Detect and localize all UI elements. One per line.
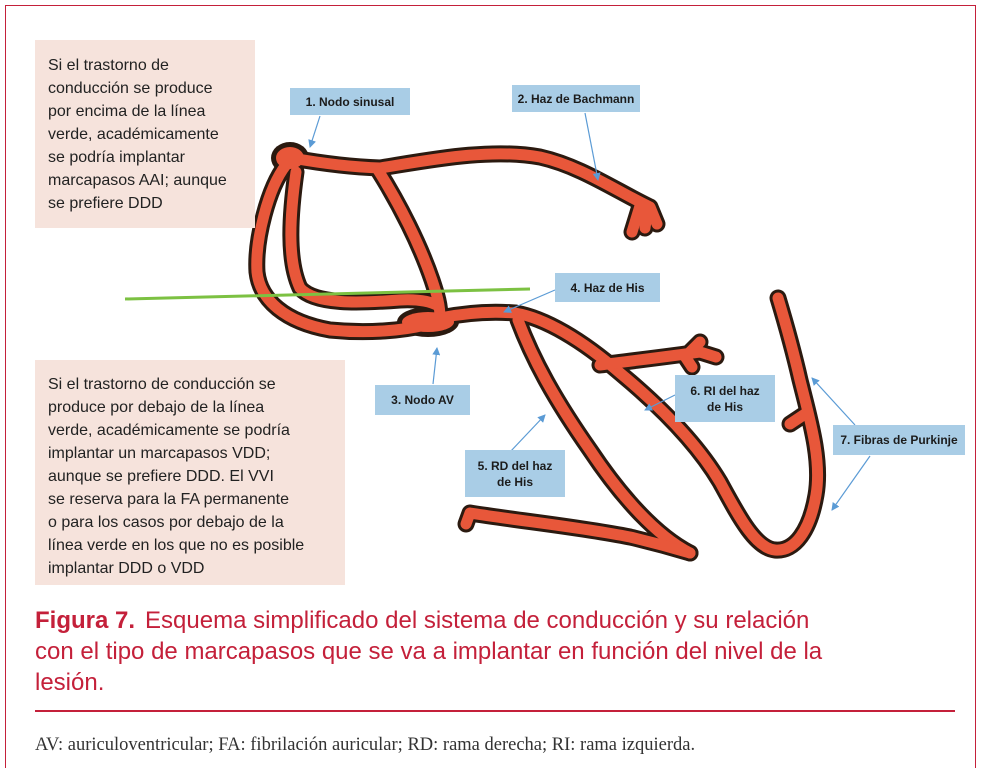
sinus-node — [276, 147, 304, 169]
note-line: conducción se produce — [48, 80, 213, 97]
label-text: 3. Nodo AV — [391, 393, 454, 407]
caption-line: con el tipo de marcapasos que se va a im… — [35, 638, 823, 665]
label-text: 1. Nodo sinusal — [305, 94, 395, 109]
left-bundle-branch — [594, 336, 722, 373]
label-text: 4. Haz de His — [570, 280, 645, 295]
left-bundle — [509, 292, 824, 556]
caption-label: Figura 7. — [35, 607, 136, 634]
label-text: de His — [496, 474, 533, 489]
caption-divider — [35, 710, 955, 712]
arrow-sinus-node — [308, 115, 321, 148]
label-right-bundle: 5. RD del haz de His — [465, 450, 565, 497]
note-line: aunque se prefiere DDD. El VVI — [48, 468, 274, 485]
caption-line: lesión. — [35, 669, 105, 696]
note-line: línea verde en los que no es posible — [48, 537, 305, 554]
caption-line: Figura 7. Esquema simplificado del sistem… — [35, 605, 965, 636]
label-left-bundle: 6. RI del haz de His — [675, 375, 775, 422]
note-line: se reserva para la FA permanente — [48, 491, 290, 508]
arrow-purkinje-upper — [811, 377, 856, 426]
label-text: 7. Fibras de Purkinje — [840, 433, 958, 447]
purkinje-stub — [784, 408, 811, 430]
label-text: 2. Haz de Bachmann — [517, 91, 635, 106]
arrow-purkinje-lower — [831, 455, 871, 511]
note-line: marcapasos AAI; aunque — [48, 172, 227, 189]
note-below-green-line: Si el trastorno de conducción se produce… — [35, 360, 345, 585]
arrow-left-bundle — [644, 394, 676, 411]
note-above-green-line: Si el trastorno de conducción se produce… — [35, 40, 255, 228]
label-his: 4. Haz de His — [555, 273, 660, 302]
note-line: se prefiere DDD — [48, 195, 163, 212]
arrow-bachmann — [584, 112, 601, 181]
his-bundle — [434, 306, 521, 324]
note-line: implantar un marcapasos VDD; — [48, 445, 271, 462]
atrial-inner-loop — [285, 166, 444, 312]
arrow-right-bundle — [509, 414, 546, 453]
note-line: verde, académicamente se podría — [48, 422, 290, 439]
note-line: implantar DDD o VDD — [48, 560, 205, 577]
arrow-av-node — [432, 347, 441, 385]
conduction-fill-layer — [251, 147, 824, 559]
atrial-outer-loop — [251, 159, 431, 338]
oval-right-side — [372, 164, 446, 324]
bachmann-finger — [626, 200, 663, 238]
label-arrows — [308, 112, 871, 511]
label-av-node: 3. Nodo AV — [375, 385, 470, 415]
arrow-his — [503, 289, 556, 313]
note-line: Si el trastorno de conducción se — [48, 376, 276, 393]
green-reference-line — [124, 287, 531, 301]
caption-text: Esquema simplificado del sistema de cond… — [145, 607, 810, 634]
note-line: se podría implantar — [48, 149, 185, 166]
figure-caption: Figura 7. Esquema simplificado del sistem… — [35, 605, 965, 698]
label-bachmann: 2. Haz de Bachmann — [512, 85, 640, 112]
figure-frame — [5, 5, 976, 768]
note-line: produce por debajo de la línea — [48, 399, 265, 416]
conduction-system-diagram — [124, 112, 871, 562]
av-node — [402, 312, 454, 332]
note-line: o para los casos por debajo de la — [48, 514, 284, 531]
label-text: 5. RD del haz — [477, 458, 553, 473]
terminal-fibers — [460, 507, 696, 559]
label-sinus-node: 1. Nodo sinusal — [290, 88, 410, 115]
label-purkinje: 7. Fibras de Purkinje — [833, 425, 965, 455]
note-line: Si el trastorno de — [48, 57, 169, 74]
note-line: por encima de la línea — [48, 103, 206, 120]
note-line: verde, académicamente — [48, 126, 219, 143]
label-text: 6. RI del haz — [690, 383, 760, 398]
label-text: de His — [706, 399, 743, 414]
abbreviations-note: AV: auriculoventricular; FA: fibrilación… — [35, 735, 696, 755]
right-bundle — [512, 314, 696, 559]
